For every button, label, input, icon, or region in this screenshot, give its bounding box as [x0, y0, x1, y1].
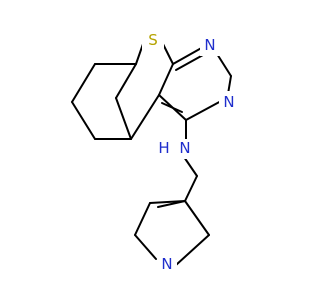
bond	[115, 97, 132, 140]
bond	[172, 45, 206, 65]
bonds	[71, 43, 232, 266]
bond	[183, 156, 198, 177]
pyrimidine-n1-atom: N	[204, 36, 215, 54]
bond	[184, 175, 198, 202]
bond	[185, 99, 224, 121]
bond	[135, 43, 144, 65]
bond	[158, 63, 174, 96]
bond	[175, 234, 210, 266]
atom-labels: S N N N H N	[142, 30, 239, 275]
label-bg	[157, 253, 177, 275]
molecule-canvas: S N N N H N	[71, 30, 239, 275]
bond	[71, 63, 96, 103]
bond	[71, 101, 96, 140]
bond	[130, 94, 160, 140]
bond	[162, 43, 174, 65]
label-bg	[200, 34, 220, 56]
bond	[134, 202, 151, 236]
pyrimidine-n3-atom: N	[223, 93, 234, 111]
bond	[115, 63, 137, 99]
bond	[157, 200, 186, 208]
label-bg	[155, 138, 173, 158]
amine-h-atom: H	[158, 139, 169, 157]
molecule-structure: S N N N H N	[71, 30, 239, 275]
bond	[175, 54, 204, 71]
label-bg	[219, 91, 239, 113]
label-bg	[142, 30, 164, 52]
label-bg	[175, 139, 195, 159]
amine-n-atom: N	[179, 139, 190, 157]
pyridine-n-atom: N	[161, 255, 172, 273]
sulfur-atom: S	[148, 31, 158, 49]
bond	[134, 234, 157, 260]
bond	[184, 200, 210, 236]
bond	[161, 102, 183, 113]
